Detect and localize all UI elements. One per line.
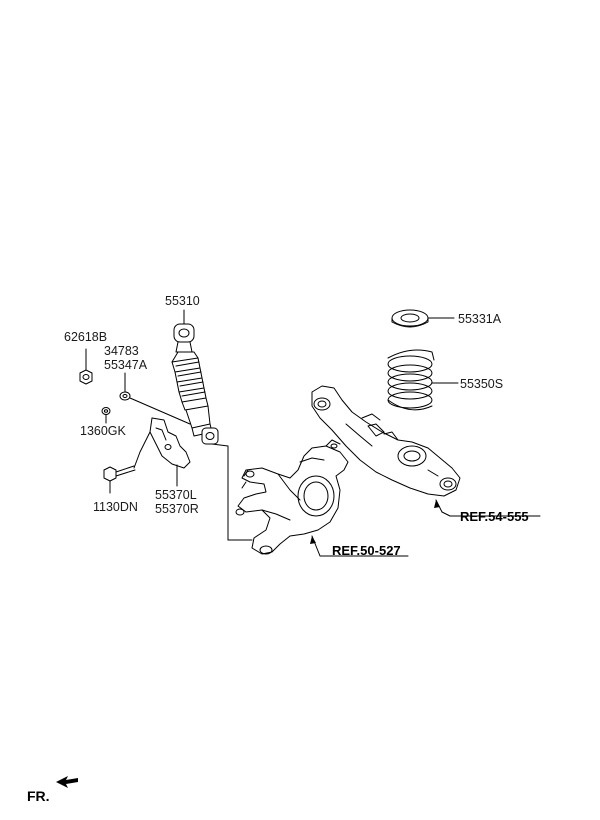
part-label-55310: 55310 <box>165 294 200 308</box>
part-label-1130dn: 1130DN <box>93 500 138 514</box>
part-label-62618b: 62618B <box>64 330 108 344</box>
ref-label-lower-arm: REF.54-555 <box>460 509 529 524</box>
knuckle-part <box>235 439 349 555</box>
coil-spring-part <box>387 349 459 411</box>
front-direction-label: FR. <box>27 788 50 804</box>
part-label-55331a: 55331A <box>458 312 502 326</box>
part-label-55347a: 55347A <box>104 358 148 372</box>
bolt-part <box>103 465 136 494</box>
washer-part <box>119 372 191 425</box>
part-label-34783: 34783 <box>104 344 139 358</box>
bracket-part <box>133 417 191 487</box>
spring-pad-part <box>391 309 455 328</box>
part-label-55370l: 55370L <box>155 488 197 502</box>
part-label-55350s: 55350S <box>460 377 504 391</box>
shock-absorber-part <box>171 309 219 445</box>
ref-label-knuckle: REF.50-527 <box>332 543 401 558</box>
nut-part <box>79 348 93 385</box>
part-label-1360gk: 1360GK <box>80 424 126 438</box>
small-washer-part <box>101 407 111 424</box>
forward-arrow-icon <box>56 776 78 788</box>
lower-arm-part <box>311 385 461 497</box>
part-label-55370r: 55370R <box>155 502 199 516</box>
